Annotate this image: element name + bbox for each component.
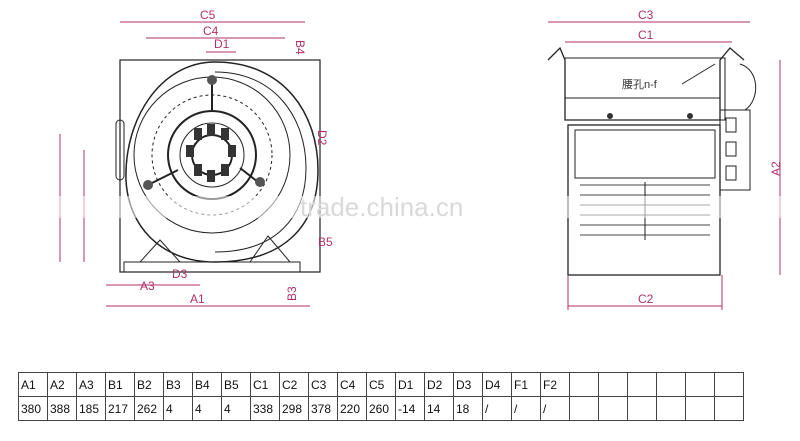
spec-value-cell: 217 [105,396,135,421]
spec-header-cell: C1 [250,372,280,397]
spec-value-cell [656,396,686,421]
spec-value-cell: 262 [134,396,164,421]
spec-header-cell [685,372,715,397]
label-d2: D2 [315,130,329,146]
spec-header-cell: B2 [134,372,164,397]
spec-table: A1 A2 A3 B1 B2 B3 B4 B5 C1 C2 C3 C4 C5 D… [18,372,744,421]
spec-value-cell: / [540,396,570,421]
hole-note: 腰孔n-f [622,78,658,91]
spec-value-cell: 4 [221,396,251,421]
spec-value-cell: / [482,396,512,421]
spec-header-cell: B1 [105,372,135,397]
spec-value-cell: 18 [453,396,483,421]
spec-header-cell: C2 [279,372,309,397]
label-d3: D3 [172,267,188,281]
spec-header-cell: D4 [482,372,512,397]
watermark: trade.china.cn [300,192,463,222]
spec-header-cell: C4 [337,372,367,397]
spec-value-row: 380 388 185 217 262 4 4 4 338 298 378 22… [18,396,744,421]
label-c4: C4 [203,24,219,38]
spec-header-cell: B5 [221,372,251,397]
label-c3: C3 [638,8,654,22]
spec-value-cell [627,396,657,421]
spec-value-cell: 388 [47,396,77,421]
spec-value-cell: / [511,396,541,421]
spec-header-cell: A2 [47,372,77,397]
spec-value-cell [685,396,715,421]
spec-value-cell: 4 [192,396,222,421]
fan-technical-drawing: C5 C4 D1 B4 D2 B5 D3 A3 A1 B3 腰孔n-f [59,8,783,310]
spec-header-cell: B4 [192,372,222,397]
spec-header-cell: D1 [395,372,425,397]
label-b5: B5 [318,235,333,249]
label-a2: A2 [769,161,783,176]
spec-value-cell [598,396,628,421]
spec-header-cell: A3 [76,372,106,397]
spec-header-cell: D2 [424,372,454,397]
spec-value-cell: 260 [366,396,396,421]
spec-header-cell: F1 [511,372,541,397]
spec-value-cell: 338 [250,396,280,421]
label-b3: B3 [285,286,299,301]
spec-value-cell: -14 [395,396,425,421]
spec-value-cell: 378 [308,396,338,421]
spec-value-cell: 185 [76,396,106,421]
spec-value-cell [714,396,744,421]
spec-header-cell [598,372,628,397]
spec-header-cell: C5 [366,372,396,397]
spec-header-cell [569,372,599,397]
spec-value-cell [569,396,599,421]
label-c1: C1 [638,28,654,42]
spec-header-cell [627,372,657,397]
spec-header-cell: B3 [163,372,193,397]
spec-header-cell: D3 [453,372,483,397]
label-a3: A3 [140,279,155,293]
spec-value-cell: 380 [18,396,48,421]
spec-header-cell: F2 [540,372,570,397]
spec-value-cell: 298 [279,396,309,421]
spec-value-cell: 220 [337,396,367,421]
spec-header-cell [714,372,744,397]
label-a1: A1 [190,292,205,306]
label-c2: C2 [638,292,654,306]
front-view: C5 C4 D1 B4 D2 B5 D3 A3 A1 B3 [59,8,333,307]
spec-header-row: A1 A2 A3 B1 B2 B3 B4 B5 C1 C2 C3 C4 C5 D… [18,372,744,397]
spec-header-cell: C3 [308,372,338,397]
spec-header-cell: A1 [18,372,48,397]
spec-value-cell: 14 [424,396,454,421]
spec-header-cell [656,372,686,397]
label-d1: D1 [214,37,230,51]
spec-value-cell: 4 [163,396,193,421]
label-c5: C5 [200,8,216,22]
label-b4: B4 [293,40,307,55]
side-view: 腰孔n-f C3 C1 A2 C2 [547,8,783,310]
